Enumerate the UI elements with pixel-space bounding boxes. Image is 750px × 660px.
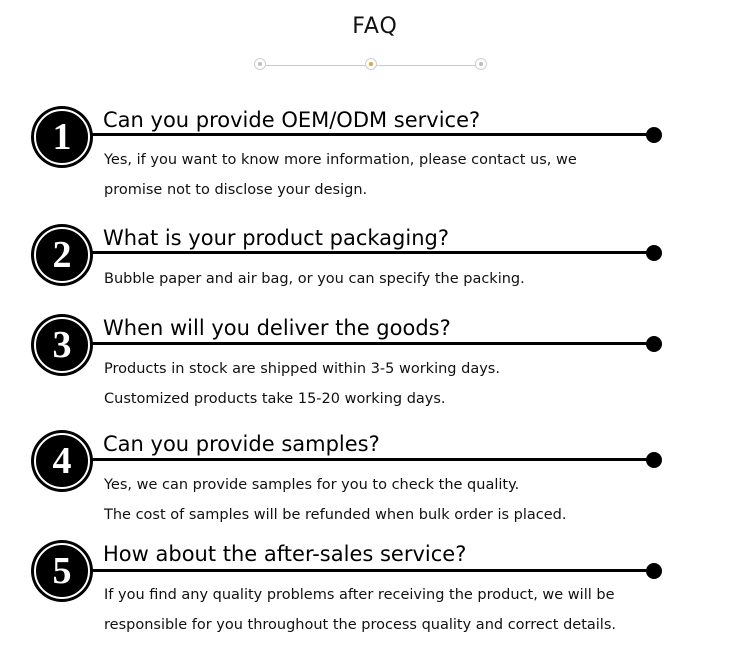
faq-answer-line: The cost of samples will be refunded whe…: [104, 507, 567, 523]
number-badge-1: 1: [31, 106, 93, 168]
faq-answer-line: responsible for you throughout the proce…: [104, 617, 616, 633]
faq-answer-line: Yes, if you want to know more informatio…: [104, 152, 577, 168]
number-badge-4: 4: [31, 430, 93, 492]
badge-number: 2: [52, 234, 72, 276]
divider-dot-left: [254, 58, 266, 70]
badge-number: 1: [52, 116, 72, 158]
faq-question: Can you provide samples?: [103, 432, 380, 456]
faq-answer-line: Bubble paper and air bag, or you can spe…: [104, 271, 525, 287]
number-badge-5: 5: [31, 540, 93, 602]
question-underline: [92, 244, 662, 261]
faq-question: When will you deliver the goods?: [103, 316, 451, 340]
faq-answer-line: Yes, we can provide samples for you to c…: [104, 477, 520, 493]
faq-question: Can you provide OEM/ODM service?: [103, 108, 481, 132]
page-title: FAQ: [352, 14, 398, 39]
question-underline: [92, 451, 662, 468]
faq-answer-line: promise not to disclose your design.: [104, 182, 368, 198]
badge-number: 3: [52, 324, 72, 366]
question-underline: [92, 335, 662, 352]
faq-answer-line: If you find any quality problems after r…: [104, 587, 615, 603]
badge-number: 4: [52, 440, 72, 482]
number-badge-3: 3: [31, 314, 93, 376]
divider-dot-center: [365, 58, 377, 70]
faq-question: How about the after-sales service?: [103, 542, 467, 566]
question-underline: [92, 562, 662, 579]
badge-number: 5: [52, 550, 72, 592]
faq-answer-line: Customized products take 15-20 working d…: [104, 391, 446, 407]
title-divider: [252, 56, 492, 74]
number-badge-2: 2: [31, 224, 93, 286]
faq-question: What is your product packaging?: [103, 226, 449, 250]
question-underline: [92, 126, 662, 143]
divider-dot-right: [475, 58, 487, 70]
faq-answer-line: Products in stock are shipped within 3-5…: [104, 361, 500, 377]
